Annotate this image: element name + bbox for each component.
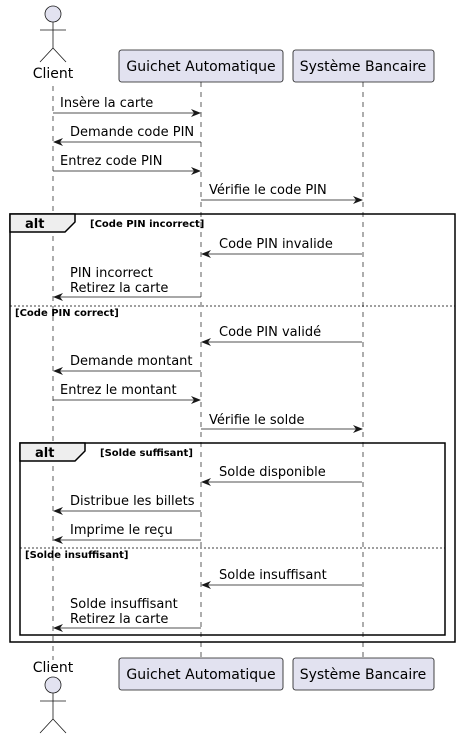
message-label: Entrez code PIN: [60, 154, 162, 169]
participant-guichet-label: Guichet Automatique: [126, 59, 275, 75]
message-label-line1: Solde insuffisant: [70, 597, 178, 612]
message-label: Distribue les billets: [70, 494, 195, 509]
message-label: Vérifie le code PIN: [209, 183, 327, 198]
message-label: Code PIN invalide: [219, 237, 333, 252]
actor-client-bottom: Client: [33, 660, 74, 734]
message-label-line2: Retirez la carte: [70, 281, 168, 296]
participant-guichet-bottom: Guichet Automatique: [118, 657, 284, 691]
message-label: Code PIN validé: [219, 325, 321, 340]
inner-alt-fragment: alt [Solde suffisant] [Solde insuffisant…: [19, 442, 446, 636]
participant-client-label: Client: [33, 66, 74, 82]
outer-alt-guard-2: [Code PIN correct]: [15, 308, 119, 319]
message-label: Insère la carte: [60, 96, 153, 111]
message-label: Vérifie le solde: [209, 413, 305, 428]
message-label-line2: Retirez la carte: [70, 612, 168, 627]
participant-client-label: Client: [33, 660, 74, 676]
inner-alt-guard-1: [Solde suffisant]: [100, 448, 193, 459]
message-label: Solde insuffisant: [219, 568, 327, 583]
actor-client-top: Client: [33, 5, 74, 82]
participant-systeme-label: Système Bancaire: [300, 667, 427, 683]
outer-alt-guard-1: [Code PIN incorrect]: [90, 219, 204, 230]
inner-alt-keyword: alt: [35, 446, 54, 461]
participant-guichet-top: Guichet Automatique: [118, 49, 284, 83]
participant-systeme-label: Système Bancaire: [300, 59, 427, 75]
message-label: Demande montant: [70, 354, 193, 369]
message-label-line1: PIN incorrect: [70, 266, 153, 281]
participant-systeme-top: Système Bancaire: [292, 49, 435, 83]
message-label: Solde disponible: [219, 465, 326, 480]
outer-alt-keyword: alt: [25, 217, 44, 232]
participant-systeme-bottom: Système Bancaire: [292, 657, 435, 691]
message-label: Demande code PIN: [70, 125, 194, 140]
message-label: Entrez le montant: [60, 383, 177, 398]
inner-alt-guard-2: [Solde insuffisant]: [25, 550, 128, 561]
outer-alt-fragment: alt [Code PIN incorrect] [Code PIN corre…: [9, 213, 456, 643]
message-label: Imprime le reçu: [70, 523, 173, 538]
participant-guichet-label: Guichet Automatique: [126, 667, 275, 683]
